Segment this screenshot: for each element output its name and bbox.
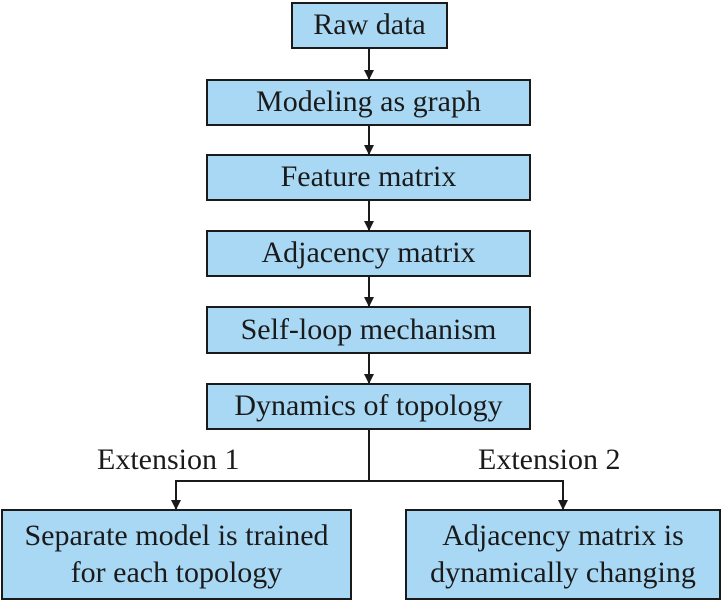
node-modeling-as-graph: Modeling as graph: [206, 79, 531, 126]
node-raw-data: Raw data: [291, 2, 448, 49]
node-raw-data-label: Raw data: [313, 8, 426, 42]
node-feature-matrix-label: Feature matrix: [280, 160, 457, 194]
node-adjacency-matrix: Adjacency matrix: [206, 230, 531, 277]
node-self-loop-mechanism-label: Self-loop mechanism: [240, 312, 497, 346]
node-separate-model-line-1: Separate model is trained: [24, 518, 329, 552]
node-adjacency-changing-line-1: Adjacency matrix is: [442, 518, 684, 552]
node-dynamics-of-topology: Dynamics of topology: [206, 383, 531, 430]
node-modeling-as-graph-label: Modeling as graph: [256, 85, 481, 119]
branch-label-extension-1: Extension 1: [97, 443, 240, 476]
node-adjacency-changing-line-2: dynamically changing: [430, 555, 696, 589]
node-separate-model-line-2: for each topology: [70, 555, 283, 589]
node-dynamics-of-topology-label: Dynamics of topology: [234, 389, 503, 423]
branch-label-extension-2: Extension 2: [478, 443, 621, 476]
node-adjacency-matrix-label: Adjacency matrix: [261, 236, 476, 270]
node-adjacency-changing: Adjacency matrix is dynamically changing: [405, 509, 721, 600]
node-self-loop-mechanism: Self-loop mechanism: [206, 306, 531, 354]
node-separate-model: Separate model is trained for each topol…: [1, 509, 352, 600]
node-feature-matrix: Feature matrix: [206, 154, 531, 201]
